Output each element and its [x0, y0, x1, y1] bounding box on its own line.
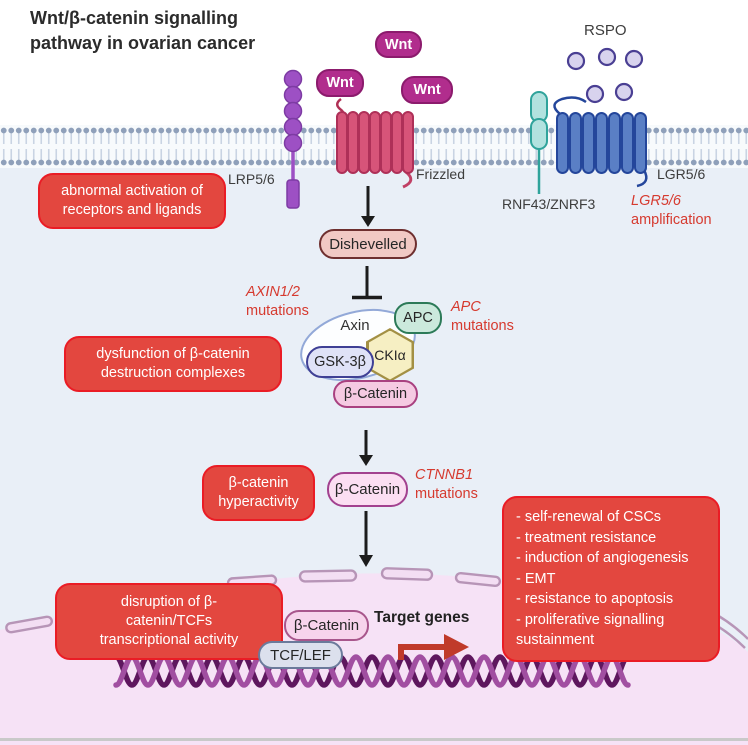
- page-title: Wnt/β-catenin signalling pathway in ovar…: [30, 6, 300, 56]
- callout-hyperactivity: β-catenin hyperactivity: [202, 465, 315, 521]
- title-line2: pathway in ovarian cancer: [30, 33, 256, 54]
- callout-transcription-disruption: disruption of β-catenin/TCFs transcripti…: [55, 583, 283, 660]
- axin-mutations-annotation: AXIN1/2 mutations: [246, 283, 309, 321]
- cki-node: CKIα: [366, 328, 414, 382]
- lrp-label: LRP5/6: [228, 171, 275, 187]
- target-genes-label: Target genes: [374, 609, 470, 626]
- dna-strand-dark: [113, 654, 631, 688]
- outcome-item: - self-renewal of CSCs: [516, 509, 662, 525]
- frizzled-label: Frizzled: [416, 166, 466, 182]
- cki-label: CKIα: [368, 330, 412, 380]
- wnt-ligand-2: Wnt: [316, 69, 364, 97]
- bcatenin-free-node: β-Catenin: [327, 472, 408, 507]
- wnt-label: Wnt: [413, 82, 441, 98]
- wnt-label: Wnt: [384, 36, 413, 53]
- gene-name: LGR5/6: [631, 193, 681, 209]
- outcome-item: - induction of angiogenesis: [516, 550, 689, 567]
- gene-name: AXIN1/2: [246, 284, 300, 300]
- gene-name: APC: [451, 299, 481, 315]
- ctnnb1-mutations-annotation: CTNNB1 mutations: [415, 466, 478, 504]
- lgr-amplification-annotation: LGR5/6 amplification: [631, 192, 712, 230]
- outcome-item: - resistance to apoptosis: [516, 591, 674, 608]
- bcatenin-nuclear-node: β-Catenin: [284, 610, 369, 641]
- gsk-node: GSK-3β: [306, 346, 374, 378]
- outcome-item: - proliferative signalling sustainment: [516, 611, 665, 649]
- mutation-type: mutations: [451, 317, 514, 334]
- outcome-item: - EMT: [516, 570, 556, 587]
- extracellular-space: [0, 0, 748, 125]
- axin-label: Axin: [340, 317, 370, 334]
- apc-mutations-annotation: APC mutations: [451, 298, 514, 336]
- lgr-receptor: [553, 96, 648, 188]
- rspo-ligands: [566, 47, 644, 104]
- dna-strand-light: [113, 654, 631, 688]
- frizzled-receptor: [336, 97, 414, 189]
- transcription-arrow: [398, 634, 469, 660]
- wnt-ligand-1: Wnt: [375, 31, 422, 58]
- mutation-type: mutations: [415, 485, 478, 502]
- mutation-type: mutations: [246, 302, 309, 319]
- callout-destruction-dysfunction: dysfunction of β-catenin destruction com…: [64, 336, 282, 392]
- mutation-type: amplification: [631, 211, 712, 228]
- wnt-ligand-3: Wnt: [401, 76, 453, 104]
- rnf-receptor: [530, 91, 548, 194]
- dna-helix: [113, 654, 631, 688]
- rspo-label: RSPO: [584, 22, 627, 39]
- lgr-label: LGR5/6: [657, 166, 706, 182]
- title-line1: Wnt/β-catenin signalling: [30, 8, 238, 28]
- signal-arrows: [352, 186, 382, 567]
- gene-name: CTNNB1: [415, 467, 474, 483]
- callout-outcomes: - self-renewal of CSCs - treatment resis…: [502, 496, 720, 663]
- callout-receptor-activation: abnormal activation of receptors and lig…: [38, 173, 226, 229]
- dishevelled-node: Dishevelled: [319, 229, 417, 259]
- tcf-lef-node: TCF/LEF: [258, 641, 343, 669]
- figure-border: [0, 738, 748, 741]
- bcatenin-complex-node: β-Catenin: [333, 380, 418, 408]
- lrp-receptor: [283, 69, 303, 209]
- rnf-label: RNF43/ZNRF3: [502, 196, 596, 212]
- apc-node: APC: [394, 302, 442, 334]
- outcome-item: - treatment resistance: [516, 529, 657, 546]
- wnt-label: Wnt: [326, 75, 354, 91]
